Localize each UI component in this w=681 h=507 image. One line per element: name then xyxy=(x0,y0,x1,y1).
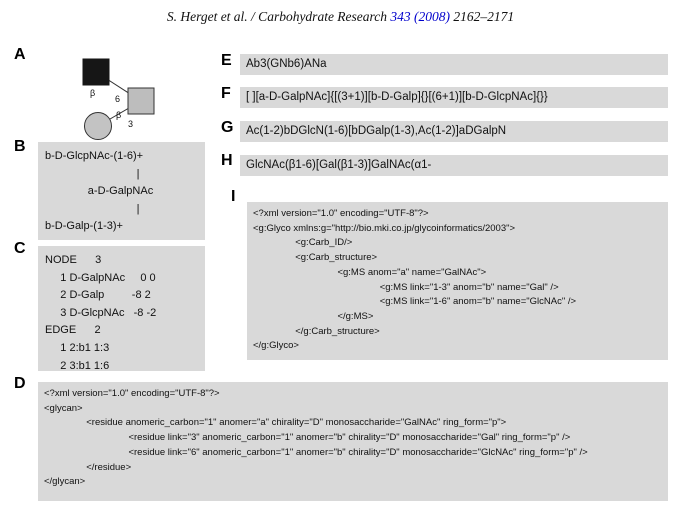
panel-b-iupac-block: b-D-GlcpNAc-(1-6)+ | a-D-GalpNAc | b-D-G… xyxy=(38,142,205,240)
beta-bottom-label: β xyxy=(116,110,121,120)
panel-e-label: E xyxy=(221,52,232,69)
running-head-pages: 2162–2171 xyxy=(450,9,515,24)
carbon-3-label: 3 xyxy=(128,119,133,129)
glcnac-square-icon xyxy=(82,58,110,86)
panel-g-label: G xyxy=(221,119,234,136)
gal-circle-icon xyxy=(84,112,112,140)
panel-a-label: A xyxy=(14,46,26,63)
panel-f-linucs-bar: [ ][a-D-GalpNAc]{[(3+1)][b-D-Galp]{}[(6+… xyxy=(240,87,668,108)
panel-b-label: B xyxy=(14,138,26,155)
glycan-diagram: β 6 β 3 xyxy=(82,58,155,140)
panel-i-label: I xyxy=(231,188,236,205)
running-head-authors: S. Herget et al. / Carbohydrate Research xyxy=(166,9,391,24)
panel-f-label: F xyxy=(221,85,231,102)
panel-h-iupac-bar: GlcNAc(β1-6)[Gal(β1-3)]GalNAc(α1- xyxy=(240,155,668,176)
panel-c-label: C xyxy=(14,240,26,257)
carbon-6-label: 6 xyxy=(115,94,120,104)
volume-year-link[interactable]: 343 (2008) xyxy=(390,9,451,24)
panel-h-label: H xyxy=(221,152,233,169)
beta-top-label: β xyxy=(90,88,95,98)
running-head: S. Herget et al. / Carbohydrate Research… xyxy=(0,9,681,25)
panel-i-glyco-xml-block: <?xml version="1.0" encoding="UTF-8"?> <… xyxy=(247,202,668,360)
panel-d-xml-block: <?xml version="1.0" encoding="UTF-8"?> <… xyxy=(38,382,668,501)
panel-d-label: D xyxy=(14,375,26,392)
panel-e-linearcode-bar: Ab3(GNb6)ANa xyxy=(240,54,668,75)
galnac-square-icon xyxy=(127,87,155,115)
panel-c-kcf-block: NODE 3 1 D-GalpNAc 0 0 2 D-Galp -8 2 3 D… xyxy=(38,246,205,371)
panel-g-notation-bar: Ac(1-2)bDGlcN(1-6)[bDGalp(1-3),Ac(1-2)]a… xyxy=(240,121,668,142)
